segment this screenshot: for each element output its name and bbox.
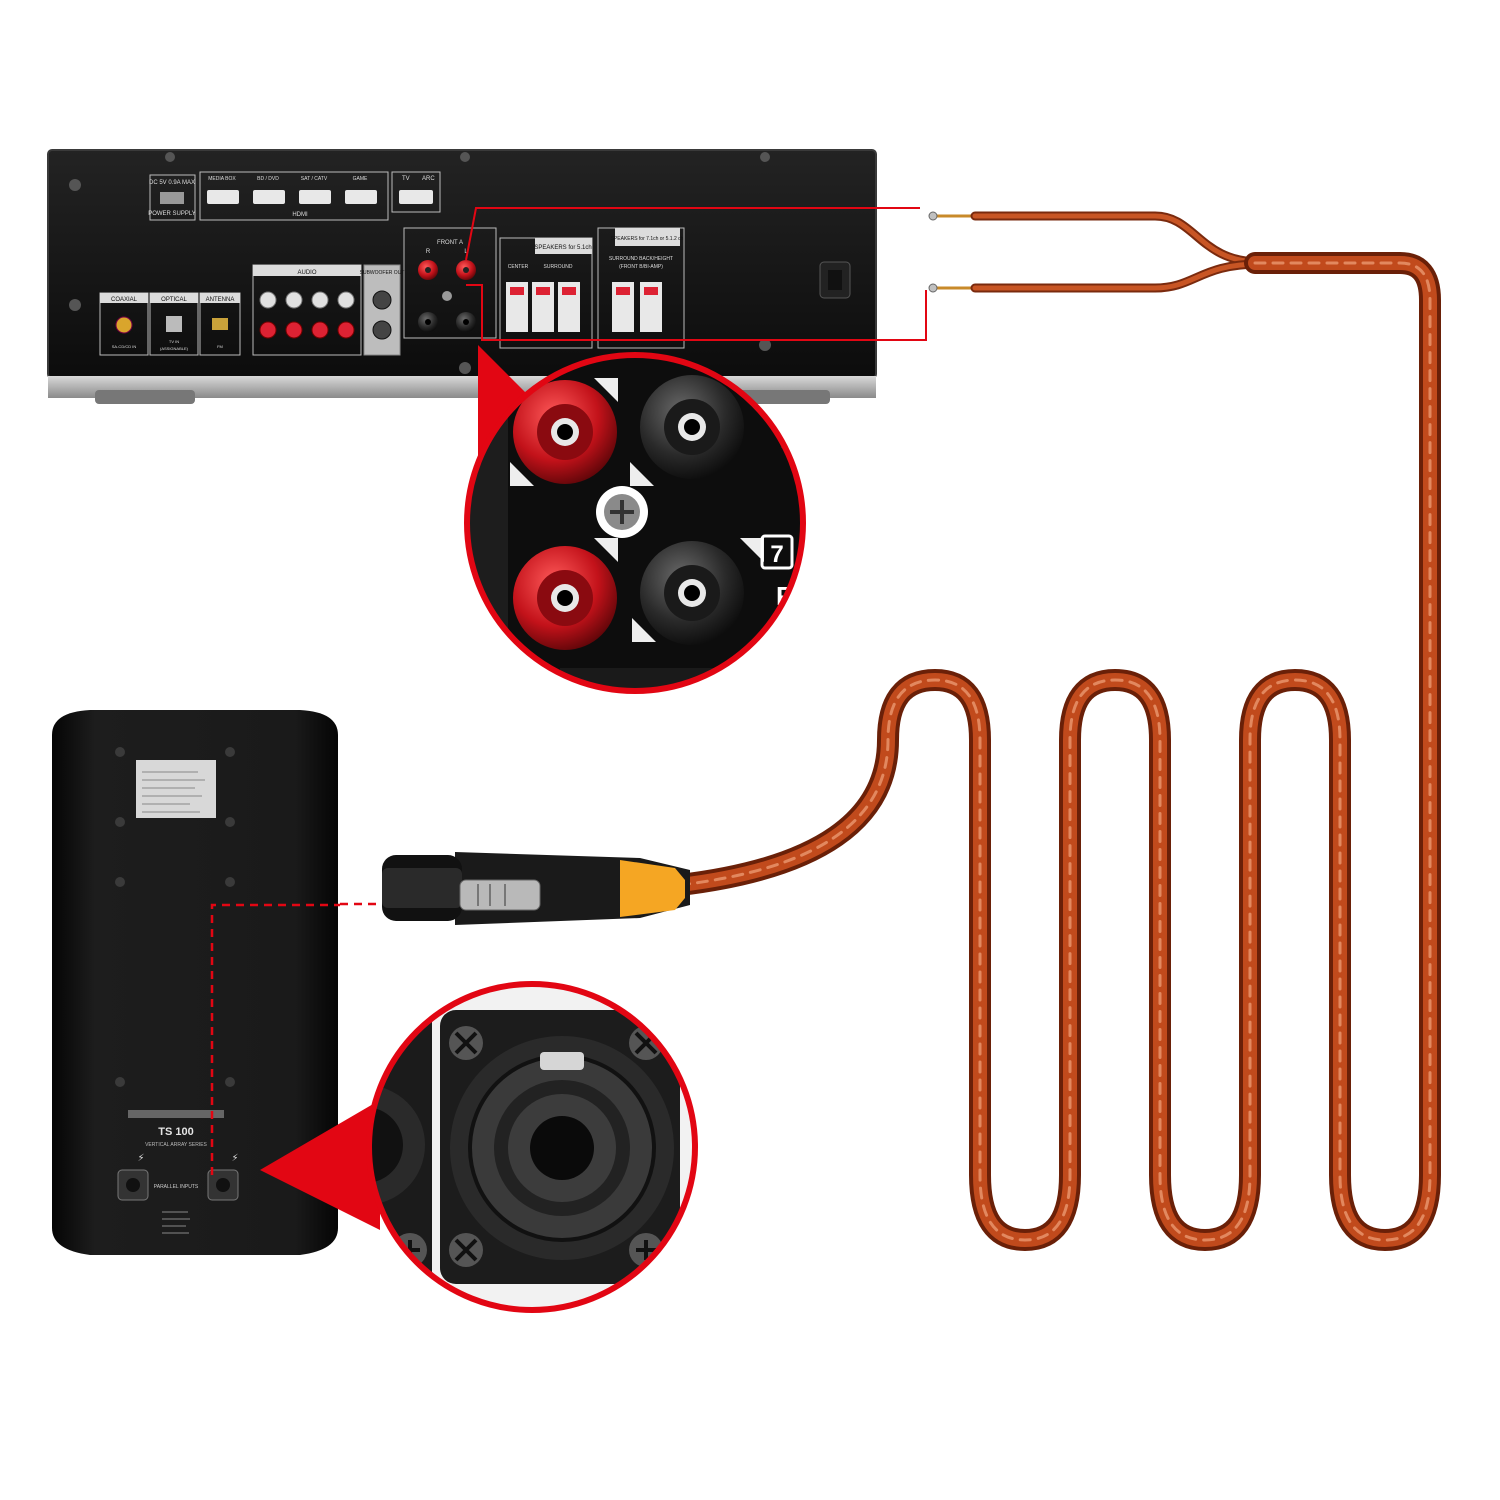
front-a-r-label: R: [426, 249, 431, 255]
zoom-speakon-socket: [366, 981, 698, 1313]
speakers-51-terminals: SPEAKERS for 5.1ch CENTER SURROUND: [499, 237, 593, 349]
speaker-subtitle-label: VERTICAL ARRAY SERIES: [145, 1142, 207, 1148]
center-label: CENTER: [508, 264, 529, 270]
lightning-icon-left: ⚡: [137, 1153, 144, 1164]
surround-back-label: SURROUND BACK/HEIGHT: [609, 256, 673, 262]
power-supply-label: POWER SUPPLY: [148, 211, 196, 217]
arc-label: ARC: [422, 176, 435, 182]
front-a-label: FRONT A: [437, 240, 463, 246]
coaxial-label: COAXIAL: [111, 297, 138, 303]
callout-lines-receiver: [465, 207, 927, 341]
spec-label-plate: [136, 760, 216, 818]
hdmi-sat-label: SAT / CATV: [301, 176, 328, 182]
speakon-connector: [382, 852, 690, 925]
front-a-terminals: FRONT A R L: [403, 227, 497, 339]
speaker-guide-line: [210, 903, 340, 1175]
subwoofer-label: SUBWOOFER OUT: [360, 270, 405, 276]
hdmi-game-label: GAME: [353, 176, 368, 182]
tv-in-label: TV IN: [169, 339, 179, 344]
hdmi-label: HDMI: [292, 212, 308, 218]
parallel-inputs-label: PARALLEL INPUTS: [154, 1184, 199, 1190]
surround-label: SURROUND: [544, 264, 573, 270]
assignable-label: (ASSIGNABLE): [160, 346, 189, 351]
tv-label: TV: [402, 176, 410, 182]
zoom-badge-7: 7: [770, 541, 783, 568]
audio-inputs: AUDIO: [252, 264, 362, 356]
hdmi-media-label: MEDIA BOX: [208, 176, 236, 182]
av-receiver: DC 5V 0.9A MAX POWER SUPPLY MEDIA BOX BD…: [47, 149, 877, 404]
audio-label: AUDIO: [297, 270, 316, 276]
dc-out-label: DC 5V 0.9A MAX: [149, 180, 195, 186]
digital-inputs: COAXIAL SA-CD/CD IN OPTICAL TV IN (ASSIG…: [99, 292, 241, 356]
front-b-label: (FRONT B/BI-AMP): [619, 264, 663, 270]
sa-cd-label: SA-CD/CD IN: [112, 344, 137, 349]
fm-label: FM: [217, 344, 223, 349]
speaker-cable: [669, 211, 1441, 1251]
hdmi-inputs: MEDIA BOX BD / DVD SAT / CATV GAME HDMI: [199, 171, 389, 221]
speaker-model-label: TS 100: [158, 1126, 193, 1138]
usb-power-port: DC 5V 0.9A MAX POWER SUPPLY: [148, 174, 196, 221]
optical-label: OPTICAL: [161, 297, 187, 303]
lightning-icon-right: ⚡: [231, 1153, 238, 1164]
speakers-71-terminals: SPEAKERS for 7.1ch or 5.1.2 ch SURROUND …: [597, 227, 685, 349]
antenna-label: ANTENNA: [206, 297, 235, 303]
zoom-pointer-speakon: [260, 1100, 380, 1230]
subwoofer-out: SUBWOOFER OUT: [360, 264, 405, 356]
hdmi-bd-label: BD / DVD: [257, 176, 279, 182]
speakers-71-label: SPEAKERS for 7.1ch or 5.1.2 ch: [611, 236, 684, 242]
front-a-l-label: L: [464, 249, 468, 255]
ts100-speaker: TS 100 VERTICAL ARRAY SERIES ⚡ ⚡ PARALLE…: [52, 710, 338, 1255]
hdmi-tv-out: TV ARC: [391, 171, 441, 213]
speakers-51-label: SPEAKERS for 5.1ch: [534, 245, 591, 251]
